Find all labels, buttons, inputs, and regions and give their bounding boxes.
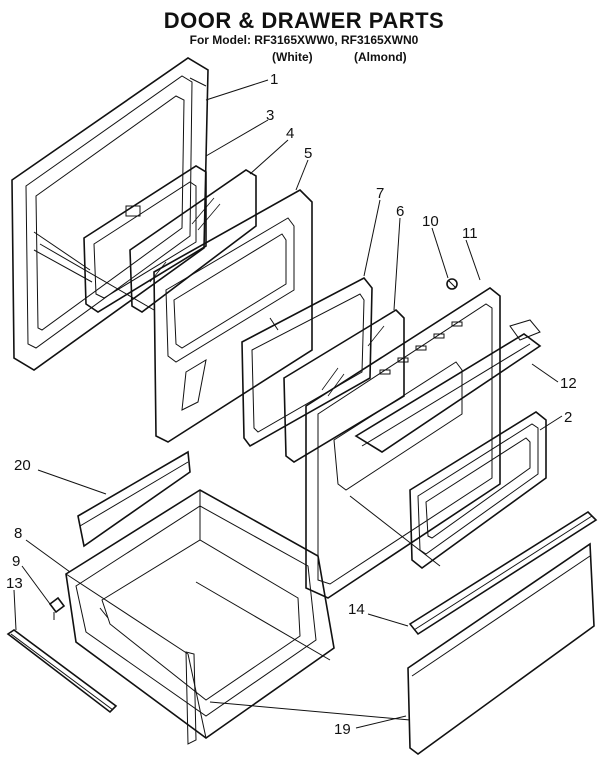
callout-12: 12: [560, 375, 577, 392]
part-door-liner: [83, 165, 207, 313]
part-door-handle: [354, 319, 542, 453]
part-door-glass: [129, 169, 257, 313]
part-inner-door-panel: [153, 189, 313, 443]
callout-6: 6: [396, 203, 404, 220]
callout-20: 20: [14, 457, 31, 474]
callout-10: 10: [422, 213, 439, 230]
page-title: DOOR & DRAWER PARTS: [163, 8, 445, 33]
part-drawer-body: [65, 489, 335, 745]
callout-labels: 1 3 4 5 7 6 10 11 12 2 20 8 9 13 14 19: [6, 71, 577, 738]
alignment-lines: [39, 243, 441, 721]
callout-14: 14: [348, 601, 365, 618]
callout-8: 8: [14, 525, 22, 542]
callout-11: 11: [462, 225, 478, 242]
callout-1: 1: [270, 71, 278, 88]
part-outer-door-panel: [305, 287, 501, 599]
callout-13: 13: [6, 575, 23, 592]
part-window-frame: [241, 276, 373, 448]
part-drawer-trim: [408, 510, 598, 636]
callout-4: 4: [286, 125, 294, 142]
part-drawer-clip: [48, 596, 66, 620]
part-fastener: [446, 278, 458, 290]
leader-lines: [13, 79, 563, 729]
callout-9: 9: [12, 553, 20, 570]
variant-white: (White): [272, 50, 313, 64]
part-outer-door-frame: [11, 57, 209, 371]
variant-almond: (Almond): [354, 50, 407, 64]
part-door-gasket: [409, 411, 547, 570]
model-line: For Model: RF3165XWW0, RF3165XWN0: [189, 33, 419, 47]
callout-2: 2: [564, 409, 572, 426]
part-oven-window-glass: [283, 308, 405, 463]
part-drawer-panel-insert: [77, 450, 191, 548]
callout-5: 5: [304, 145, 312, 162]
callout-3: 3: [266, 107, 274, 124]
part-drawer-front: [407, 542, 595, 755]
callout-7: 7: [376, 185, 384, 202]
callout-19: 19: [334, 721, 351, 738]
part-drawer-rail: [6, 629, 118, 714]
part-door-vent-slots: [379, 321, 463, 375]
